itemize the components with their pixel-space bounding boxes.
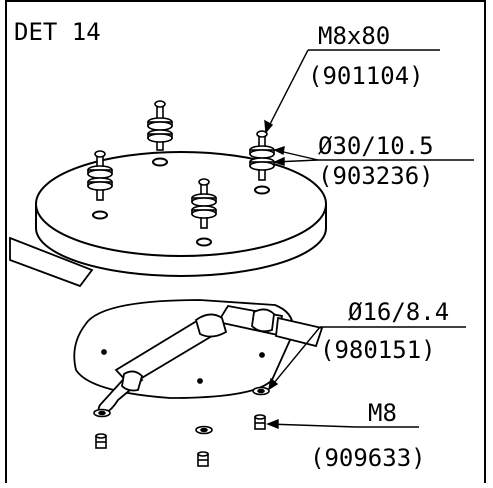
callout-washer-16-partnumber: (980151) <box>320 336 436 364</box>
tube-clamps <box>121 308 275 392</box>
callout-washer-30-size: Ø30/10.5 <box>318 132 434 160</box>
callout-nut-m8-size: M8 <box>368 399 397 427</box>
callout-washer-30-partnumber: (903236) <box>318 162 434 190</box>
detail-title: DET 14 <box>14 18 101 46</box>
callout-washer-16-size: Ø16/8.4 <box>348 298 449 326</box>
callout-m8x80-partnumber: (901104) <box>308 62 424 90</box>
callout-m8x80-size: M8x80 <box>318 22 390 50</box>
bolt-stacks <box>87 100 275 229</box>
upper-disc <box>35 151 327 277</box>
callout-nut-m8-partnumber: (909633) <box>310 444 426 472</box>
drawing-frame <box>5 0 486 483</box>
leader-lines <box>264 49 474 430</box>
washers-and-nuts <box>93 386 270 467</box>
callout-labels: M8x80 (901104) Ø30/10.5 (903236) Ø16/8.4… <box>308 22 449 472</box>
